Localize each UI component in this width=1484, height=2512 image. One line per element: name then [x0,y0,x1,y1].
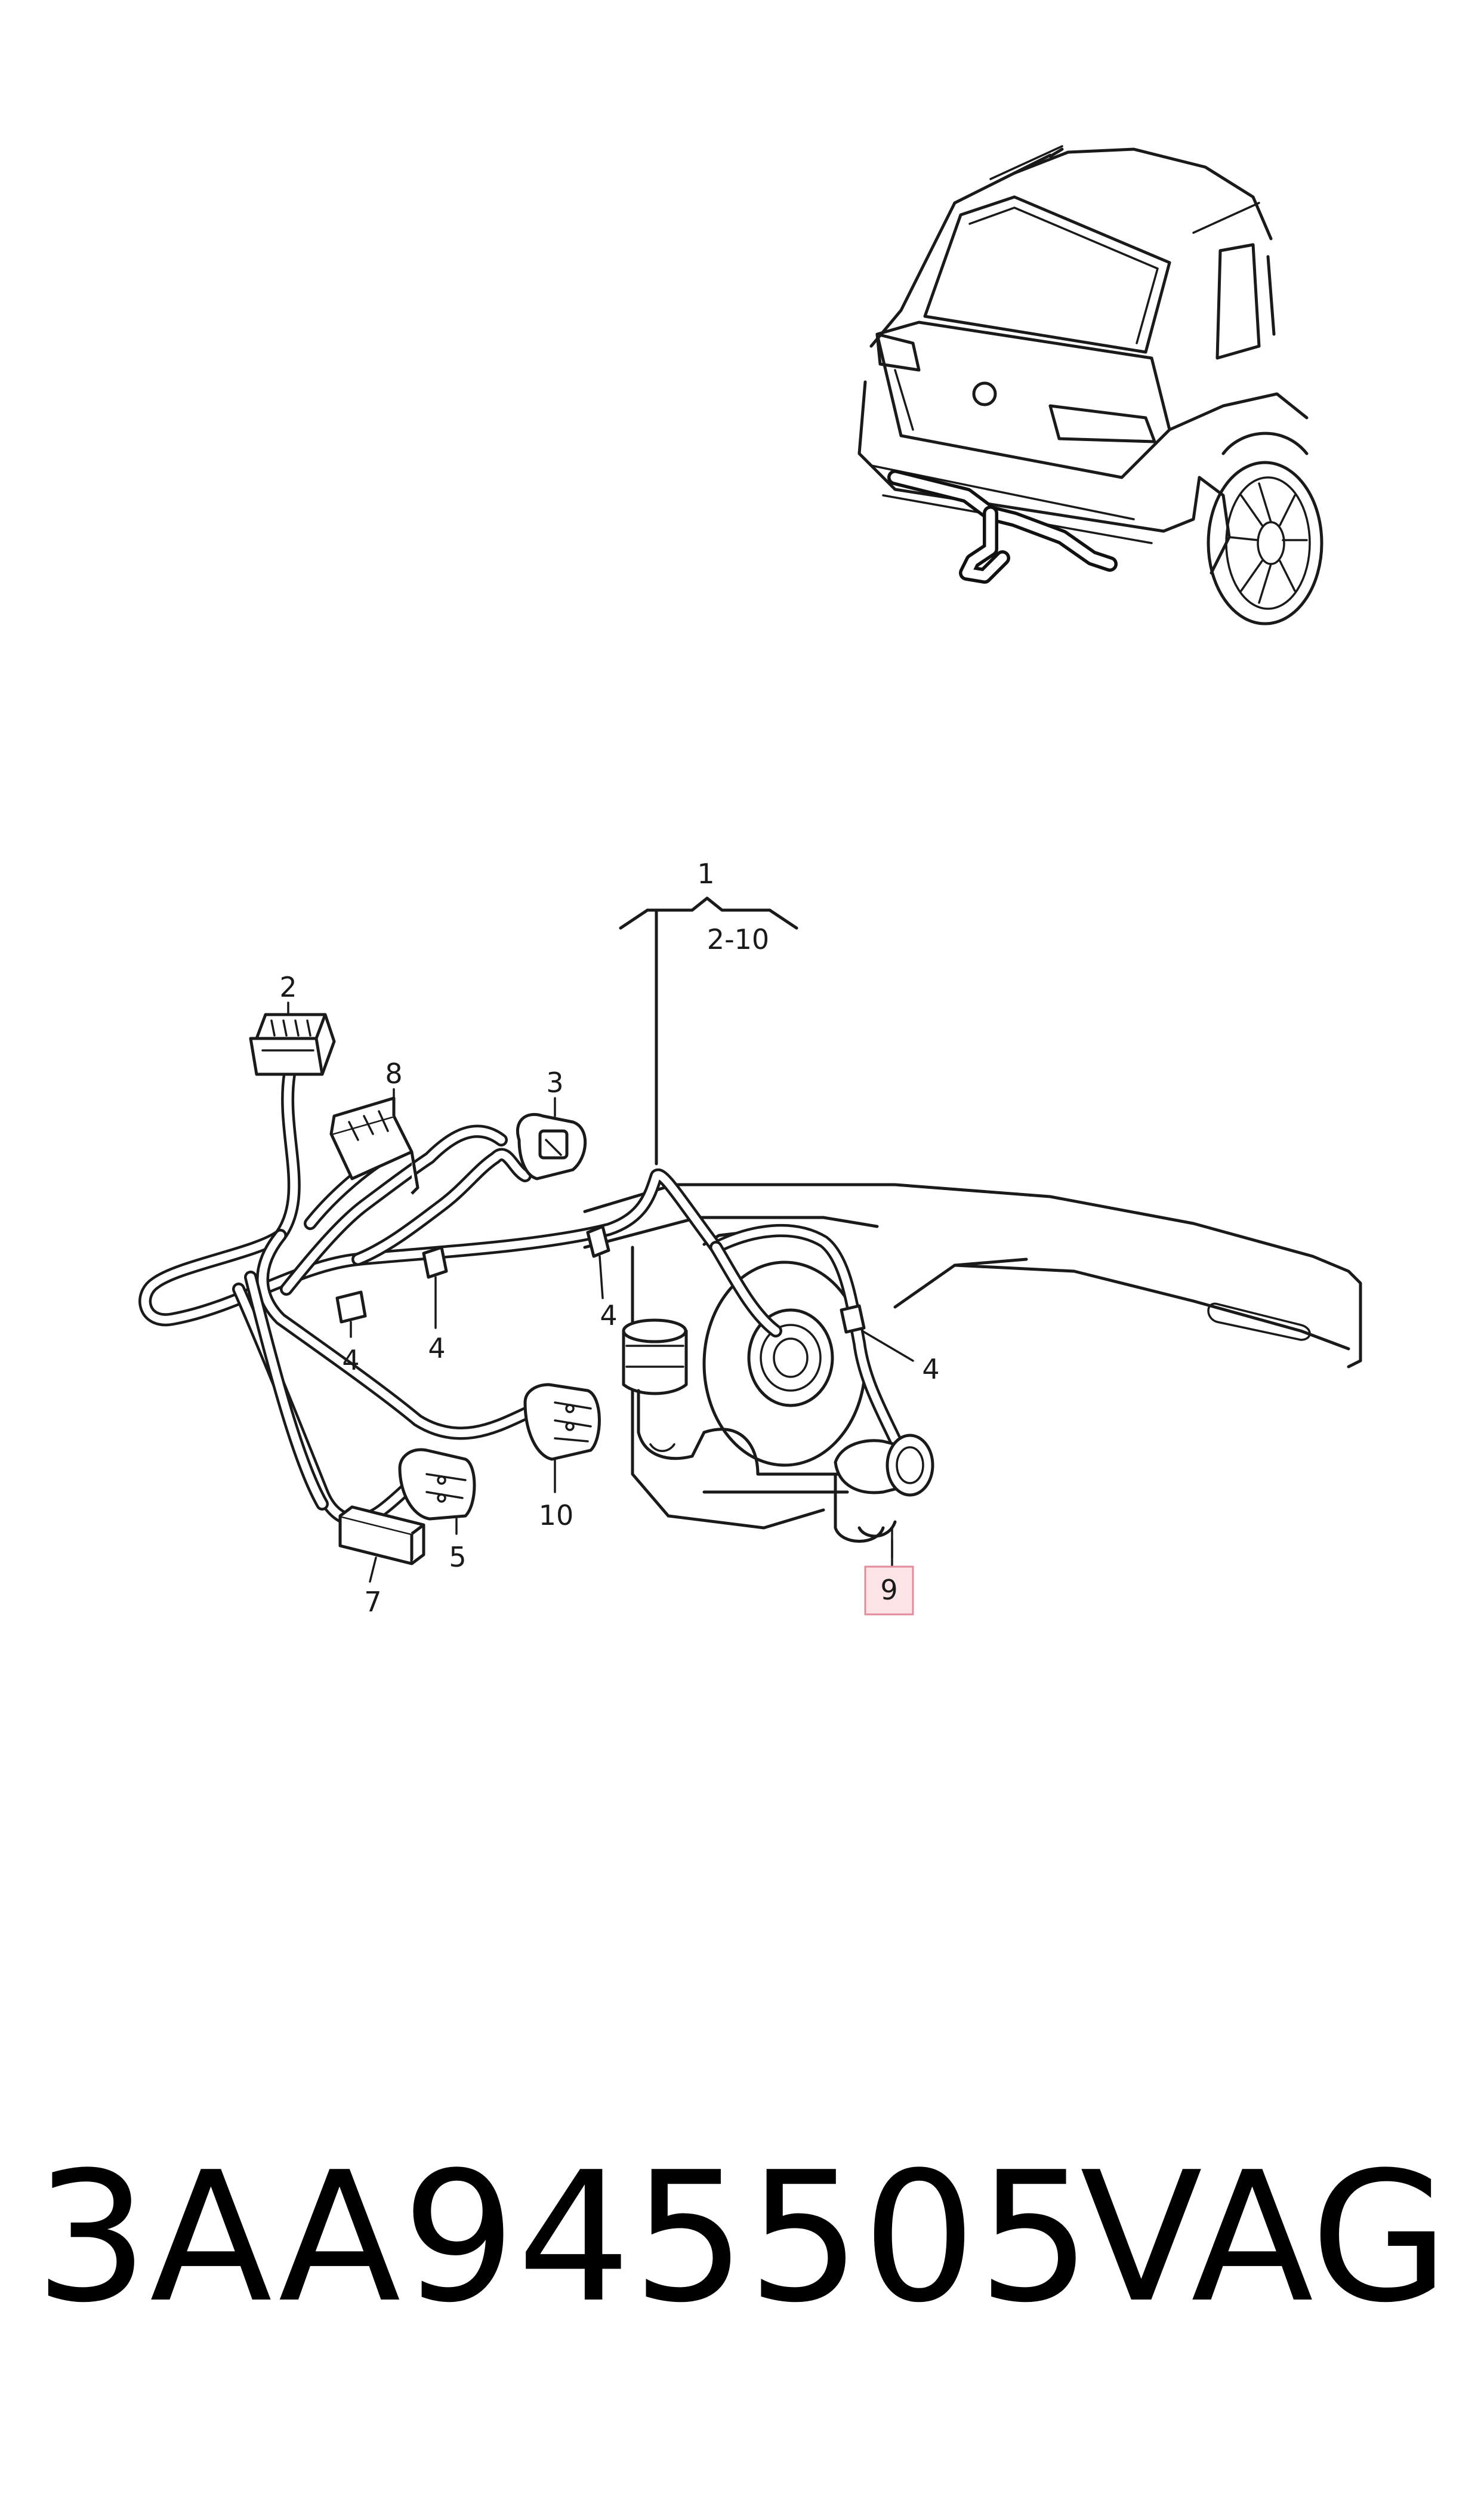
callout-4a: 4 [342,1344,359,1376]
connector-8 [329,1096,419,1195]
callout-7: 7 [364,1586,381,1618]
callout-3: 3 [546,1067,563,1099]
callout-7-leader [369,1556,377,1583]
vehicle-rear-illustration [857,145,1323,625]
wire-clips [335,1225,866,1334]
callout-4d: 4 [922,1353,939,1385]
callout-4d-leader [861,1330,914,1362]
callout-4b: 4 [428,1332,445,1364]
callout-1: 1 [697,858,714,890]
wire-bundle [138,1068,914,1527]
connector-9 [834,1434,934,1559]
connector-3 [516,1112,587,1181]
callout-9: 9 [880,1574,897,1606]
connector-2 [249,1013,336,1076]
connector-5 [398,1448,476,1521]
callout-1-range: 2-10 [707,923,769,956]
callout-1-bracket [619,896,798,930]
connector-7 [338,1505,425,1565]
harness-assembly: 1 2-10 2 8 3 4 4 4 4 10 5 7 9 [138,858,1362,1618]
callout-4c-leader [598,1255,604,1299]
callout-5: 5 [449,1541,466,1573]
callout-9-highlight [864,1565,914,1616]
callout-8: 8 [385,1058,402,1090]
part-number: 3AA945505 [35,2134,1093,2342]
connector-10 [523,1383,601,1461]
callout-10: 10 [539,1499,574,1531]
brand-label: VAG [1080,2134,1449,2342]
callout-2: 2 [279,971,297,1003]
callout-4c: 4 [600,1299,617,1331]
